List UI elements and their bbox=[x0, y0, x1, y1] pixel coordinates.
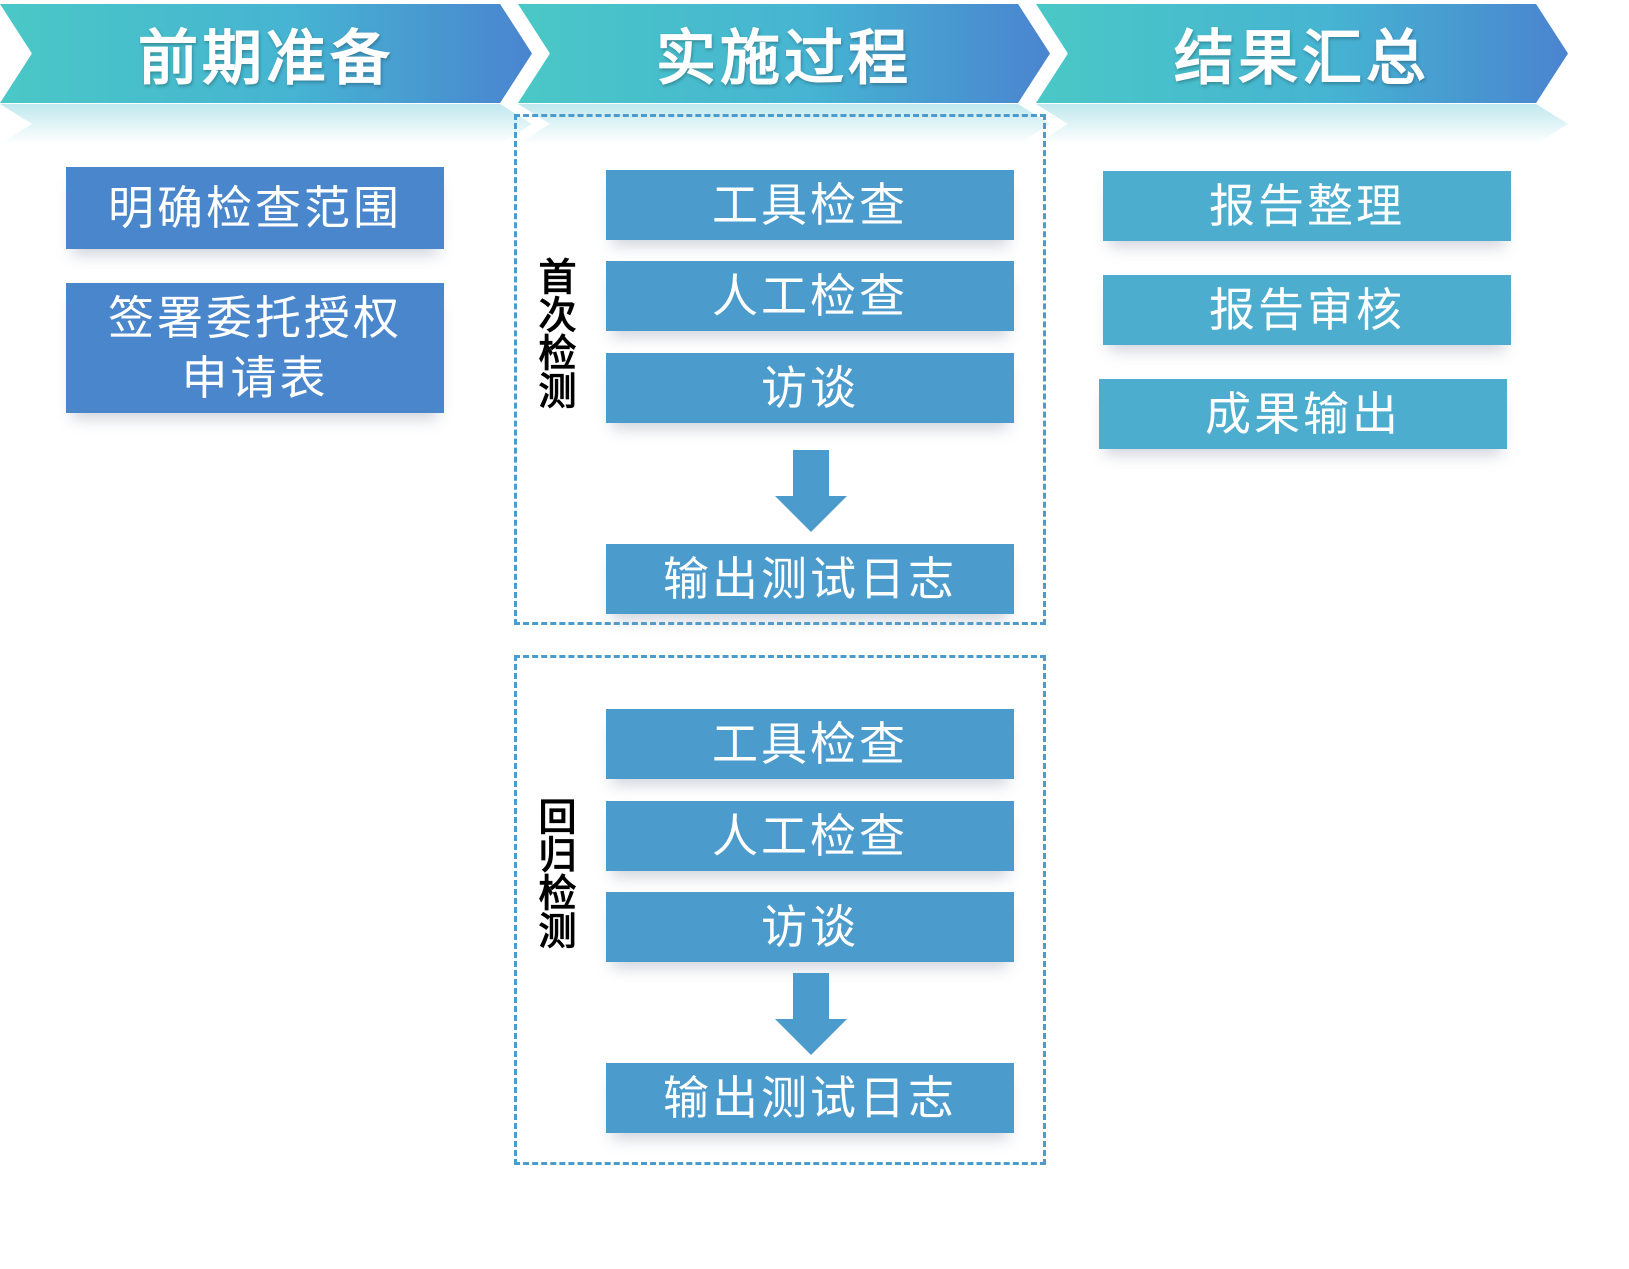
impl-first-output: 输出测试日志 bbox=[606, 544, 1014, 614]
impl-regression-item-manual: 人工检查 bbox=[606, 801, 1014, 871]
impl-output-label: 输出测试日志 bbox=[663, 1071, 957, 1125]
result-item-organize: 报告整理 bbox=[1103, 171, 1511, 241]
phase-header-result: 结果汇总 bbox=[1036, 4, 1568, 103]
phase-header-prep-reflection bbox=[0, 104, 532, 144]
impl-item-label: 人工检查 bbox=[712, 809, 908, 863]
phase-title-impl: 实施过程 bbox=[656, 24, 912, 94]
down-arrow-icon bbox=[775, 450, 847, 532]
prep-item-scope: 明确检查范围 bbox=[66, 167, 444, 249]
prep-item-label: 明确检查范围 bbox=[108, 181, 402, 235]
impl-regression-item-interview: 访谈 bbox=[606, 892, 1014, 962]
impl-group-regression bbox=[514, 655, 1046, 1165]
prep-item-authorization: 签署委托授权申请表 bbox=[66, 283, 444, 413]
prep-item-label: 签署委托授权申请表 bbox=[108, 291, 402, 405]
impl-item-label: 访谈 bbox=[761, 900, 859, 954]
phase-title-result: 结果汇总 bbox=[1174, 24, 1430, 94]
impl-first-item-manual: 人工检查 bbox=[606, 261, 1014, 331]
impl-regression-output: 输出测试日志 bbox=[606, 1063, 1014, 1133]
result-item-output: 成果输出 bbox=[1099, 379, 1507, 449]
impl-first-item-interview: 访谈 bbox=[606, 353, 1014, 423]
impl-item-label: 人工检查 bbox=[712, 269, 908, 323]
phase-header-prep: 前期准备 bbox=[0, 4, 532, 103]
phase-header-result-reflection bbox=[1036, 104, 1568, 144]
impl-item-label: 访谈 bbox=[761, 361, 859, 415]
result-item-label: 报告整理 bbox=[1209, 179, 1405, 233]
phase-header-impl: 实施过程 bbox=[518, 4, 1050, 103]
impl-group-regression-label: 回归检测 bbox=[532, 796, 576, 949]
impl-group-first-label: 首次检测 bbox=[532, 256, 576, 409]
phase-header-impl-reflection bbox=[518, 104, 1050, 144]
phase-title-prep: 前期准备 bbox=[138, 24, 394, 94]
impl-item-label: 工具检查 bbox=[712, 178, 908, 232]
impl-regression-item-tool: 工具检查 bbox=[606, 709, 1014, 779]
down-arrow-icon bbox=[775, 973, 847, 1055]
result-item-label: 成果输出 bbox=[1205, 387, 1401, 441]
impl-first-item-tool: 工具检查 bbox=[606, 170, 1014, 240]
impl-output-label: 输出测试日志 bbox=[663, 552, 957, 606]
impl-group-first bbox=[514, 114, 1046, 625]
result-item-review: 报告审核 bbox=[1103, 275, 1511, 345]
impl-item-label: 工具检查 bbox=[712, 717, 908, 771]
result-item-label: 报告审核 bbox=[1209, 283, 1405, 337]
